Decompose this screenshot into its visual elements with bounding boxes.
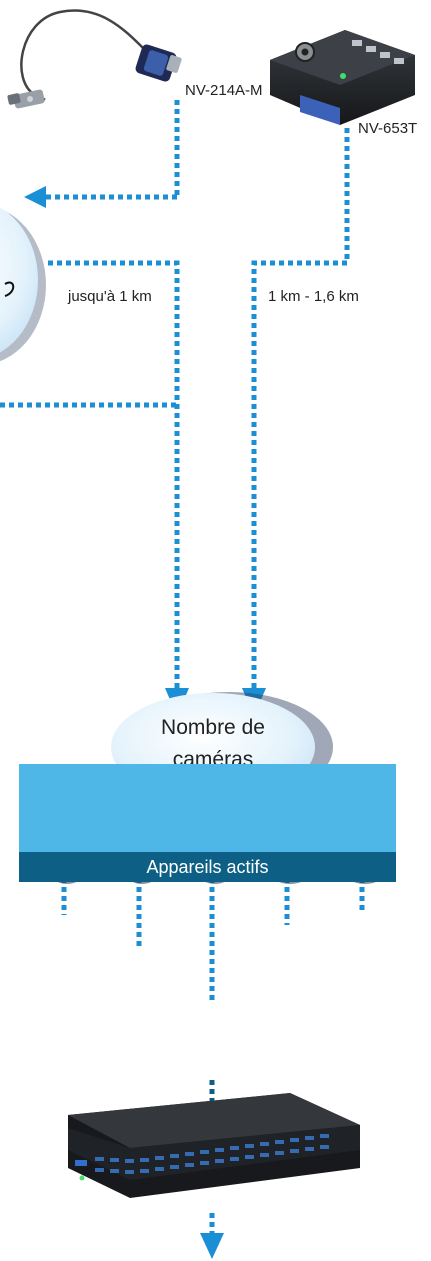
active-devices-bar: Appareils actifs (19, 852, 396, 882)
bubble-title-line1: Nombre de (161, 716, 265, 739)
partial-bubble (0, 207, 46, 362)
model-nv862r: NV-862R (177, 998, 236, 1015)
active-devices-label: Appareils actifs (146, 856, 269, 877)
passive-transceiver-icon (7, 9, 182, 109)
arrow-left-head (24, 186, 46, 208)
model-nv1662r: NV-1662R (245, 947, 312, 964)
transceiver-label: NV-214A-M (185, 82, 263, 99)
dotted-links (0, 100, 350, 690)
active-transmitter-icon (270, 30, 415, 125)
receiver-panel (19, 764, 396, 852)
transmitter-label: NV-653T (358, 120, 418, 137)
model-nv3262r: NV-3262R (320, 912, 387, 929)
model-nv652r: NV-652R (22, 912, 81, 929)
model-nv452r: NV-452R (103, 947, 162, 964)
passive-distance-label: jusqu'à 1 km (68, 288, 152, 305)
link-passive-top (48, 260, 180, 690)
link-transmitter-down (251, 128, 350, 690)
active-distance-label: 1 km - 1,6 km (268, 288, 359, 305)
